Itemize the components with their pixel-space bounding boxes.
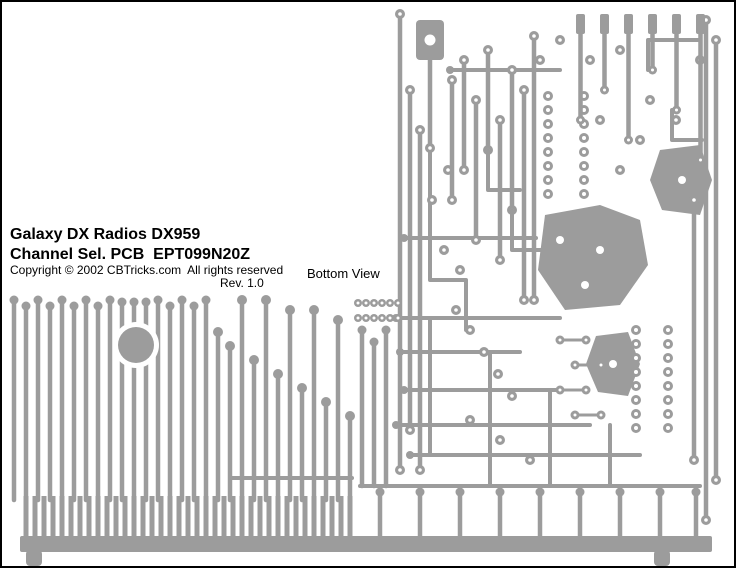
copyright-text: Copyright © 2002 CBTricks.com All rights… xyxy=(10,263,284,277)
revision-text: Rev. 1.0 xyxy=(220,276,264,290)
board-title-line2: Channel Sel. PCB EPT099N20Z xyxy=(10,246,251,263)
board-title-line1: Galaxy DX Radios DX959 xyxy=(10,226,201,243)
view-label: Bottom View xyxy=(307,266,380,281)
